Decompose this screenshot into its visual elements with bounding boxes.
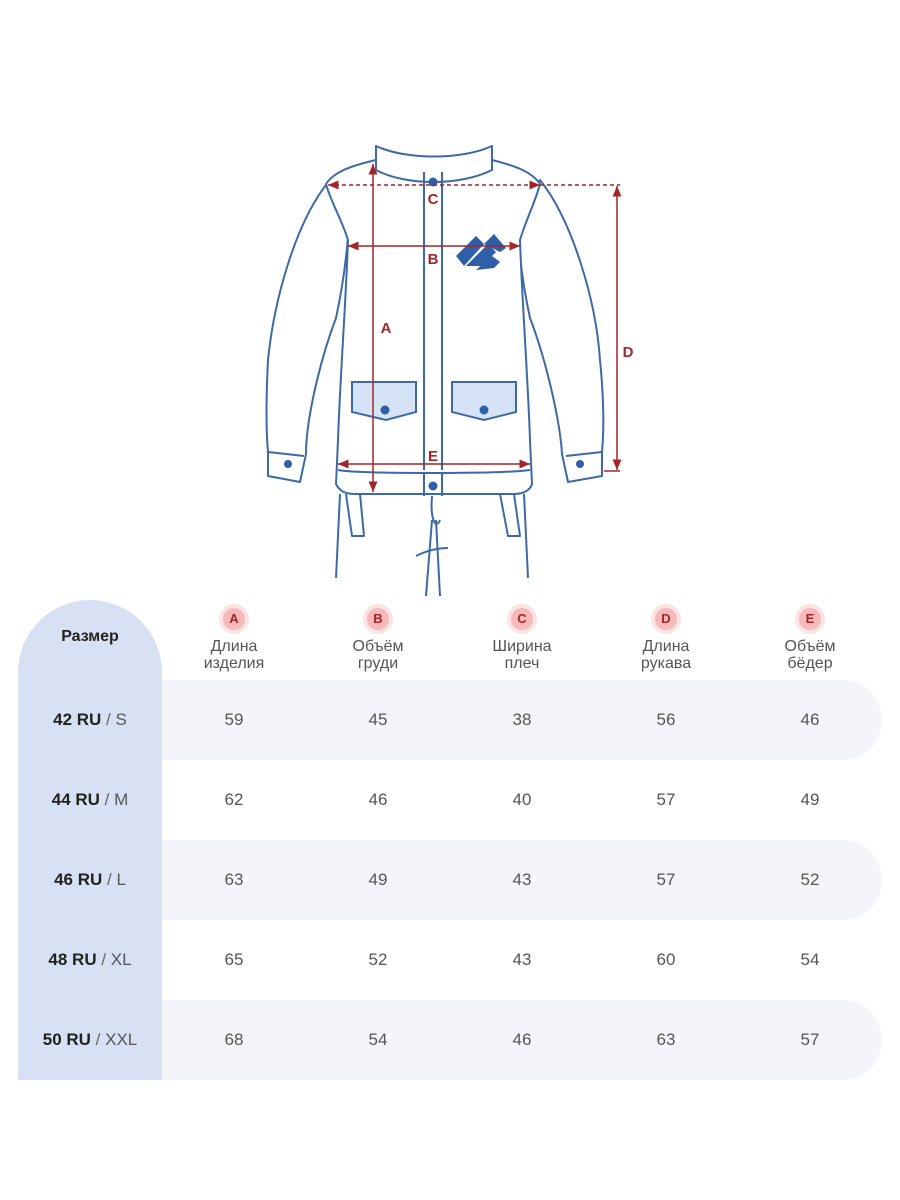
value-cell-b: 45 bbox=[368, 710, 388, 729]
column-label-line1: Объём bbox=[784, 638, 836, 655]
value-cell-c: 43 bbox=[512, 950, 532, 969]
column-label-line2: изделия bbox=[203, 655, 265, 672]
value-cell-a: 59 bbox=[224, 710, 244, 729]
column-badge: E bbox=[795, 604, 825, 634]
pocket-left bbox=[351, 381, 417, 422]
measure-label-a: A bbox=[381, 320, 392, 337]
row-band bbox=[162, 680, 882, 760]
trousers-outline bbox=[335, 493, 529, 597]
value-cell-e: 49 bbox=[800, 790, 820, 809]
size-cell: 48 RU / XL bbox=[48, 950, 132, 969]
value-cell-d: 57 bbox=[656, 870, 676, 889]
size-cell: 50 RU / XXL bbox=[42, 1030, 138, 1049]
column-label-line1: Длина bbox=[642, 638, 690, 655]
value-cell-c: 38 bbox=[512, 710, 532, 729]
measure-label-b: B bbox=[428, 251, 439, 268]
value-cell-c: 46 bbox=[512, 1030, 532, 1049]
column-header-d: D Длина рукава bbox=[606, 604, 726, 672]
column-badge: B bbox=[363, 604, 393, 634]
value-cell-e: 46 bbox=[800, 710, 820, 729]
column-label-line1: Ширина bbox=[492, 638, 552, 655]
value-cell-d: 57 bbox=[656, 790, 676, 809]
size-column-header: Размер bbox=[61, 628, 119, 645]
column-label-line2: груди bbox=[357, 655, 399, 672]
value-cell-a: 68 bbox=[224, 1030, 244, 1049]
measure-label-c: C bbox=[428, 191, 439, 208]
jacket-diagram: C B A E D bbox=[265, 145, 634, 597]
value-cell-e: 57 bbox=[800, 1030, 820, 1049]
table-row: 48 RU / XL 65 52 43 60 54 bbox=[0, 920, 900, 1000]
table-row: 44 RU / M 62 46 40 57 49 bbox=[0, 760, 900, 840]
value-cell-d: 63 bbox=[656, 1030, 676, 1049]
measure-label-e: E bbox=[428, 448, 438, 465]
size-cell: 46 RU / L bbox=[54, 870, 126, 889]
column-header-c: C Ширина плеч bbox=[462, 604, 582, 672]
value-cell-a: 63 bbox=[224, 870, 244, 889]
row-band bbox=[162, 1000, 882, 1080]
size-cell: 42 RU / S bbox=[53, 710, 127, 729]
value-cell-a: 65 bbox=[224, 950, 244, 969]
measure-lines bbox=[328, 164, 622, 492]
column-header-a: A Длина изделия bbox=[174, 604, 294, 672]
table-row: 46 RU / L 63 49 43 57 52 bbox=[0, 840, 900, 920]
column-label-line1: Длина bbox=[210, 638, 258, 655]
row-band bbox=[162, 840, 882, 920]
column-label-line2: бёдер bbox=[787, 655, 833, 672]
table-row: 50 RU / XXL 68 54 46 63 57 bbox=[0, 1000, 900, 1080]
column-header-b: B Объём груди bbox=[318, 604, 438, 672]
pocket-right bbox=[451, 381, 517, 422]
value-cell-b: 54 bbox=[368, 1030, 388, 1049]
value-cell-e: 54 bbox=[800, 950, 820, 969]
column-label-line2: плеч bbox=[504, 655, 540, 672]
measure-label-d: D bbox=[623, 344, 634, 361]
column-badge: D bbox=[651, 604, 681, 634]
value-cell-d: 56 bbox=[656, 710, 676, 729]
column-label-line1: Объём bbox=[352, 638, 404, 655]
size-cell: 44 RU / M bbox=[51, 790, 129, 809]
value-cell-b: 52 bbox=[368, 950, 388, 969]
value-cell-d: 60 bbox=[656, 950, 676, 969]
value-cell-e: 52 bbox=[800, 870, 820, 889]
table-row: 42 RU / S 59 45 38 56 46 bbox=[0, 680, 900, 760]
value-cell-b: 49 bbox=[368, 870, 388, 889]
column-header-e: E Объём бёдер bbox=[750, 604, 870, 672]
column-badge: C bbox=[507, 604, 537, 634]
size-column-background bbox=[18, 600, 162, 1080]
value-cell-a: 62 bbox=[224, 790, 244, 809]
value-cell-b: 46 bbox=[368, 790, 388, 809]
column-label-line2: рукава bbox=[640, 655, 692, 672]
column-badge: A bbox=[219, 604, 249, 634]
value-cell-c: 40 bbox=[512, 790, 532, 809]
value-cell-c: 43 bbox=[512, 870, 532, 889]
